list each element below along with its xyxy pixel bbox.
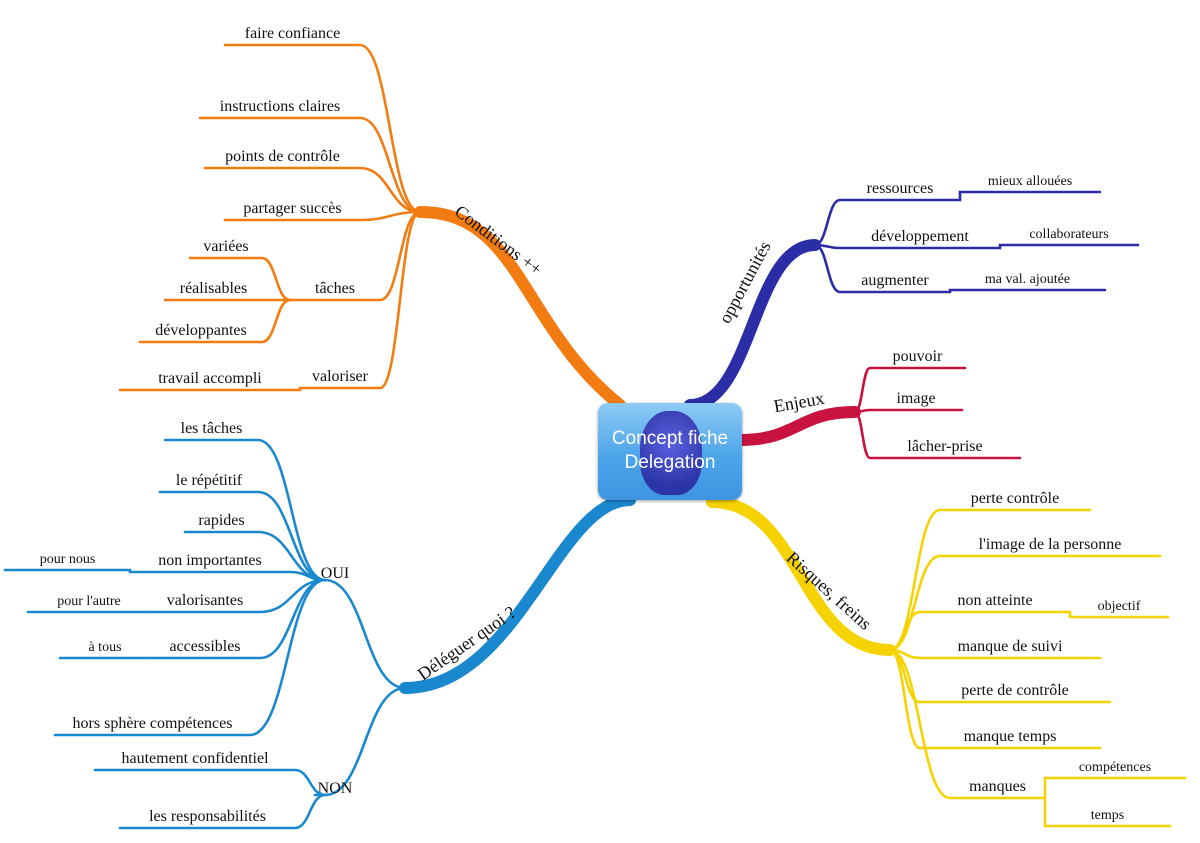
connector-line <box>813 243 952 294</box>
topic-node[interactable]: points de contrôle <box>225 148 340 165</box>
topic-node[interactable]: le répétitif <box>176 472 243 489</box>
connector-line <box>958 190 1102 202</box>
connector-line <box>888 648 1047 800</box>
connector-line <box>288 210 422 302</box>
topic-node[interactable]: temps <box>1091 808 1124 823</box>
topic-node[interactable]: lâcher-prise <box>907 438 982 455</box>
connector-line <box>198 116 422 214</box>
topic-node[interactable]: compétences <box>1079 760 1151 775</box>
topic-node[interactable]: rapides <box>198 512 244 529</box>
connector-line <box>188 256 292 302</box>
connector-line <box>888 508 1092 652</box>
topic-node[interactable]: mieux allouées <box>988 174 1072 189</box>
topic-node[interactable]: non importantes <box>158 552 262 569</box>
connector-line <box>998 243 1140 250</box>
central-topic-line1: Concept fiche <box>611 428 729 449</box>
topic-node[interactable]: perte contrôle <box>971 490 1059 507</box>
topic-node[interactable]: les responsabilités <box>149 808 266 825</box>
connector-line <box>1043 796 1172 828</box>
topic-node[interactable]: l'image de la personne <box>979 536 1122 553</box>
topic-node[interactable]: réalisables <box>180 280 248 297</box>
connector-line <box>118 386 302 392</box>
topic-node[interactable]: pour l'autre <box>57 594 121 609</box>
topic-node[interactable]: faire confiance <box>245 25 340 42</box>
connector-line <box>148 578 327 614</box>
connector-line <box>888 648 1102 750</box>
topic-node[interactable]: perte de contrôle <box>961 682 1069 699</box>
topic-node[interactable]: valoriser <box>312 368 369 385</box>
main-branch <box>706 496 896 656</box>
connector-line <box>313 686 407 797</box>
topic-node[interactable]: travail accompli <box>158 370 262 387</box>
topic-node[interactable]: manques <box>969 778 1026 795</box>
main-branch <box>734 406 861 446</box>
topic-node[interactable]: partager succès <box>243 200 341 217</box>
topic-node[interactable]: valorisantes <box>167 592 243 609</box>
main-branch <box>399 494 636 694</box>
topic-node[interactable]: collaborateurs <box>1029 227 1108 242</box>
connector-line <box>813 198 962 247</box>
topic-node[interactable]: augmenter <box>861 272 929 289</box>
topic-node[interactable]: à tous <box>88 640 121 655</box>
connector-line <box>1068 610 1170 619</box>
connector-line <box>318 578 407 690</box>
topic-node[interactable]: hautement confidentiel <box>121 750 269 767</box>
connector-line <box>158 490 327 582</box>
connector-line <box>93 768 327 797</box>
connector-line <box>163 438 327 582</box>
brain-icon <box>640 411 702 495</box>
connector-line <box>138 298 292 344</box>
connector-line <box>888 610 1072 652</box>
topic-node[interactable]: manque temps <box>964 728 1057 745</box>
connector-line <box>3 568 132 574</box>
topic-node[interactable]: NON <box>318 780 353 797</box>
connector-line <box>853 366 967 414</box>
topic-node[interactable]: développantes <box>155 322 247 339</box>
topic-node[interactable]: pour nous <box>40 552 96 567</box>
topic-node[interactable]: objectif <box>1098 599 1141 614</box>
topic-node[interactable]: hors sphère compétences <box>73 715 233 732</box>
connector-line <box>948 288 1107 294</box>
connector-line <box>128 570 327 582</box>
topic-node[interactable]: ressources <box>867 180 934 197</box>
connector-line <box>853 410 1022 460</box>
connector-line <box>223 210 422 222</box>
main-branch <box>684 239 821 411</box>
topic-node[interactable]: image <box>896 390 935 407</box>
topic-node[interactable]: pouvoir <box>893 348 943 365</box>
main-branch <box>414 206 626 411</box>
topic-node[interactable]: variées <box>203 238 248 255</box>
topic-node[interactable]: les tâches <box>181 420 243 437</box>
main-topic[interactable]: Conditions ++ <box>451 201 546 279</box>
topic-node[interactable]: non atteinte <box>957 592 1032 609</box>
topic-node[interactable]: instructions claires <box>220 98 340 115</box>
topic-node[interactable]: tâches <box>315 280 355 297</box>
topic-node[interactable]: manque de suivi <box>958 638 1063 655</box>
central-topic-line2: Delegation <box>624 452 716 473</box>
connector-line <box>298 210 422 390</box>
connector-line <box>853 408 964 414</box>
connector-line <box>223 43 422 214</box>
connector-line <box>203 166 422 214</box>
connector-line <box>1043 776 1187 800</box>
topic-node[interactable]: développement <box>871 228 969 245</box>
topic-node[interactable]: accessibles <box>169 638 240 655</box>
connector-line <box>118 793 327 830</box>
connector-line <box>813 243 1002 250</box>
connector-line <box>53 578 327 737</box>
topic-node[interactable]: OUI <box>321 565 349 582</box>
topic-node[interactable]: ma val. ajoutée <box>985 272 1070 287</box>
central-topic[interactable]: Concept fiche Delegation <box>598 403 742 500</box>
